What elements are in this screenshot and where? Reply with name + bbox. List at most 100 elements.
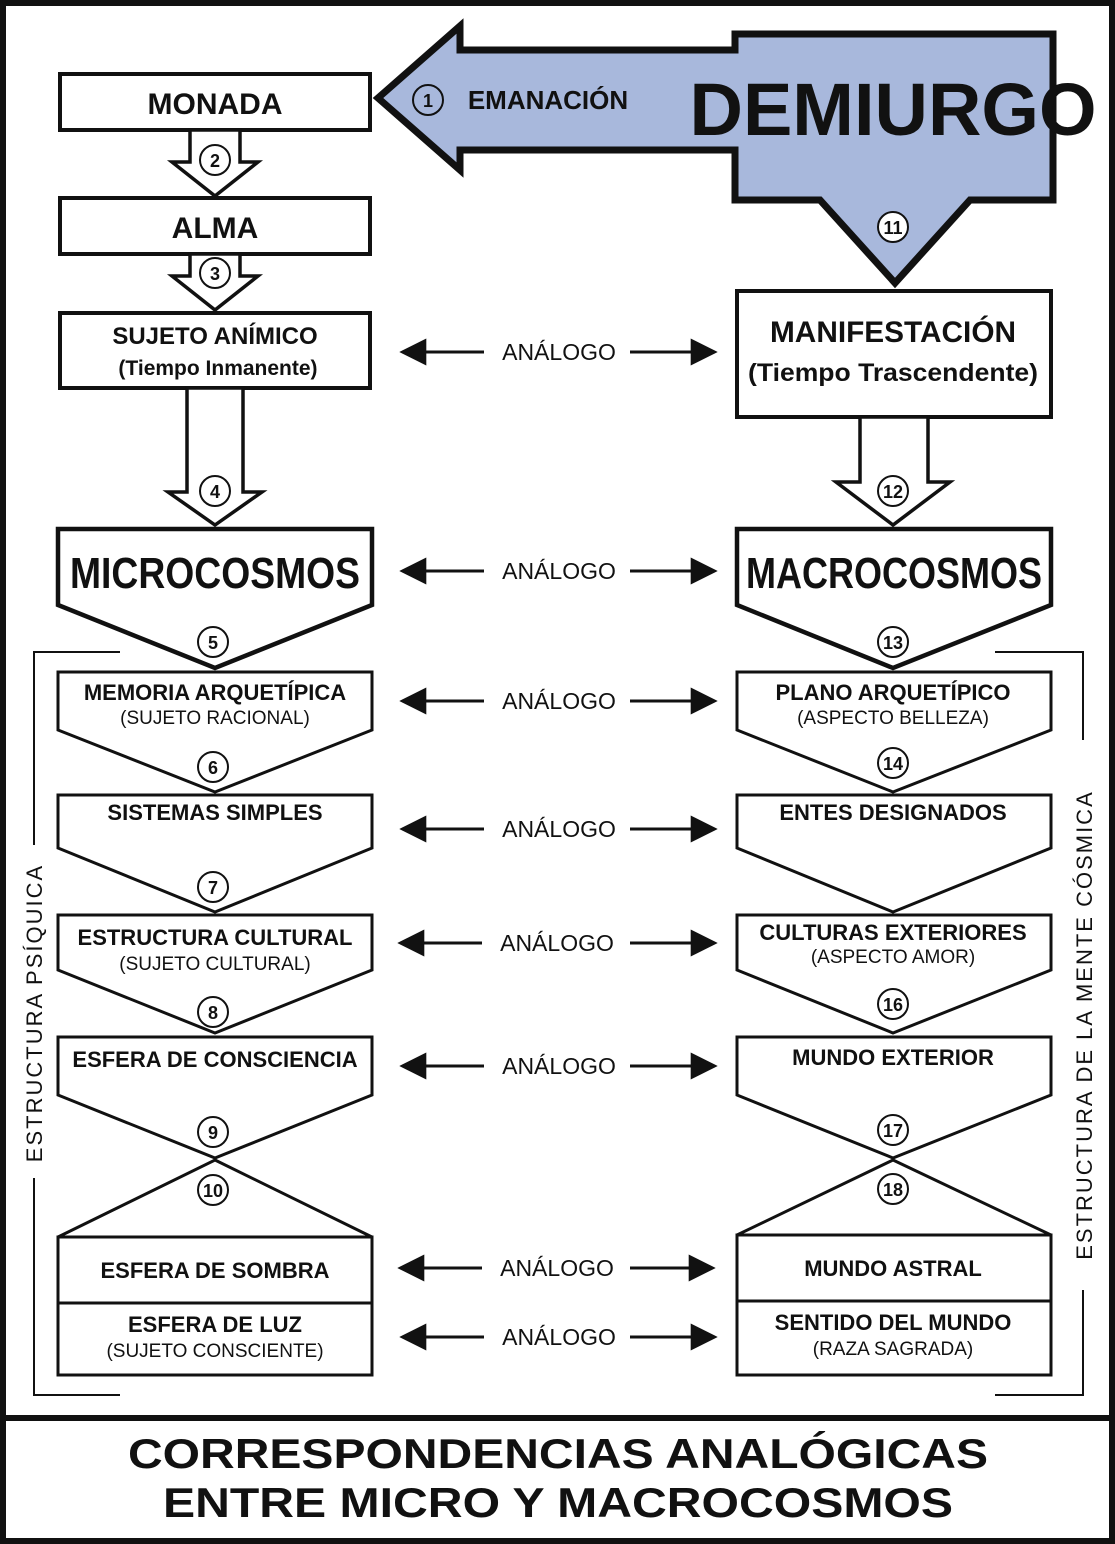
box-estructura-cultural <box>56 913 374 1035</box>
label-manifestacion: MANIFESTACIÓN <box>770 315 1016 349</box>
number-16: 16 <box>883 995 903 1015</box>
label-microcosmos: MICROCOSMOS <box>70 549 360 598</box>
box-esfera-sombra <box>56 1235 374 1305</box>
label-plano-arquetipico: PLANO ARQUETÍPICO <box>775 680 1010 705</box>
analog-label: ANÁLOGO <box>500 930 614 956</box>
side-label-left: ESTRUCTURA PSÍQUICA <box>22 864 47 1162</box>
box-culturas-exteriores <box>735 913 1053 1035</box>
number-badge-16 <box>877 988 909 1020</box>
box-mundo-astral <box>735 1233 1053 1303</box>
number-badge-17 <box>877 1114 909 1146</box>
analog-row-2: ANÁLOGO <box>399 557 718 585</box>
label-sujeto-cultural: (SUJETO CULTURAL) <box>119 954 310 975</box>
box-esfera-consciencia <box>56 1035 374 1160</box>
number-18: 18 <box>883 1180 903 1200</box>
analog-row-7: ANÁLOGO <box>397 1254 716 1282</box>
analog-row-4: ANÁLOGO <box>399 815 718 843</box>
analog-label: ANÁLOGO <box>502 558 616 584</box>
number-10: 10 <box>203 1181 223 1201</box>
number-badge-4 <box>199 475 231 507</box>
right-bracket-top <box>995 651 1084 740</box>
number-badge-11 <box>877 211 909 243</box>
box-sentido-mundo <box>735 1299 1053 1377</box>
label-raza-sagrada: (RAZA SAGRADA) <box>813 1339 973 1360</box>
number-badge-1 <box>412 84 444 116</box>
label-mundo-astral: MUNDO ASTRAL <box>804 1256 982 1281</box>
label-culturas-exteriores: CULTURAS EXTERIORES <box>759 920 1026 945</box>
box-mundo-exterior <box>735 1035 1053 1160</box>
analog-label: ANÁLOGO <box>502 688 616 714</box>
number-7: 7 <box>208 878 218 898</box>
emanation-label: EMANACIÓN <box>468 85 628 115</box>
analog-row-3: ANÁLOGO <box>399 687 718 715</box>
number-9: 9 <box>208 1123 218 1143</box>
box-plano-arquetipico <box>735 670 1053 794</box>
number-13: 13 <box>883 633 903 653</box>
number-badge-7 <box>197 871 229 903</box>
label-sujeto-racional: (SUJETO RACIONAL) <box>120 708 310 729</box>
number-8: 8 <box>208 1003 218 1023</box>
label-aspecto-belleza: (ASPECTO BELLEZA) <box>797 708 989 729</box>
box-alma <box>58 196 372 256</box>
number-badge-13 <box>877 626 909 658</box>
footer-title-line1: CORRESPONDENCIAS ANALÓGICAS <box>128 1429 988 1477</box>
analog-row-6: ANÁLOGO <box>399 1052 718 1080</box>
number-badge-6 <box>197 751 229 783</box>
number-badge-3 <box>199 257 231 289</box>
label-entes-designados: ENTES DESIGNADOS <box>779 800 1006 825</box>
number-11: 11 <box>883 218 902 238</box>
label-esfera-luz: ESFERA DE LUZ <box>128 1312 302 1337</box>
number-badge-12 <box>877 475 909 507</box>
number-badge-8 <box>197 996 229 1028</box>
number-4: 4 <box>210 482 220 502</box>
label-estructura-cultural: ESTRUCTURA CULTURAL <box>78 925 353 950</box>
label-memoria-arquetipica: MEMORIA ARQUETÍPICA <box>84 680 346 705</box>
label-esfera-consciencia: ESFERA DE CONSCIENCIA <box>72 1047 357 1072</box>
number-12: 12 <box>883 482 903 502</box>
arrow-12 <box>830 415 956 528</box>
number-badge-18 <box>877 1173 909 1205</box>
label-sentido-mundo: SENTIDO DEL MUNDO <box>775 1310 1012 1335</box>
box-monada <box>58 72 372 132</box>
number-2: 2 <box>210 151 220 171</box>
label-sujeto-consciente: (SUJETO CONSCIENTE) <box>106 1341 323 1362</box>
label-macrocosmos: MACROCOSMOS <box>746 549 1042 598</box>
footer-title-line2: ENTRE MICRO Y MACROCOSMOS <box>163 1479 953 1526</box>
analog-row-1: ANÁLOGO <box>399 338 718 366</box>
number-badge-5 <box>197 626 229 658</box>
box-macrocosmos <box>734 526 1054 671</box>
label-tiempo-trascendente: (Tiempo Trascendente) <box>748 359 1038 387</box>
analog-label: ANÁLOGO <box>502 816 616 842</box>
analog-label: ANÁLOGO <box>502 1053 616 1079</box>
analog-row-8: ANÁLOGO <box>399 1323 718 1351</box>
analog-label: ANÁLOGO <box>502 1324 616 1350</box>
number-1: 1 <box>423 91 433 111</box>
number-5: 5 <box>208 633 218 653</box>
box-sistemas-simples <box>56 793 374 914</box>
left-bracket-top <box>33 651 120 845</box>
side-label-right: ESTRUCTURA DE LA MENTE CÓSMICA <box>1072 790 1097 1260</box>
label-tiempo-inmanente: (Tiempo Inmanente) <box>118 357 317 380</box>
number-badge-14 <box>877 747 909 779</box>
left-bracket-bottom <box>33 1178 120 1396</box>
label-monada: MONADA <box>148 88 283 121</box>
box-memoria-arquetipica <box>56 670 374 794</box>
label-sistemas-simples: SISTEMAS SIMPLES <box>107 800 322 825</box>
label-esfera-sombra: ESFERA DE SOMBRA <box>101 1258 330 1283</box>
box-microcosmos <box>55 526 375 671</box>
box-manifestacion <box>735 289 1053 419</box>
label-aspecto-amor: (ASPECTO AMOR) <box>811 947 975 968</box>
number-badge-9 <box>197 1116 229 1148</box>
number-3: 3 <box>210 264 220 284</box>
analog-label: ANÁLOGO <box>502 339 616 365</box>
label-sujeto-animico: SUJETO ANÍMICO <box>112 322 317 350</box>
number-6: 6 <box>208 758 218 778</box>
box-esfera-luz <box>56 1301 374 1377</box>
label-mundo-exterior: MUNDO EXTERIOR <box>792 1045 994 1070</box>
box-sujeto-animico <box>58 311 372 390</box>
number-14: 14 <box>883 754 903 774</box>
box-entes-designados <box>735 793 1053 914</box>
label-alma: ALMA <box>172 212 259 245</box>
arrow-4 <box>162 386 268 528</box>
